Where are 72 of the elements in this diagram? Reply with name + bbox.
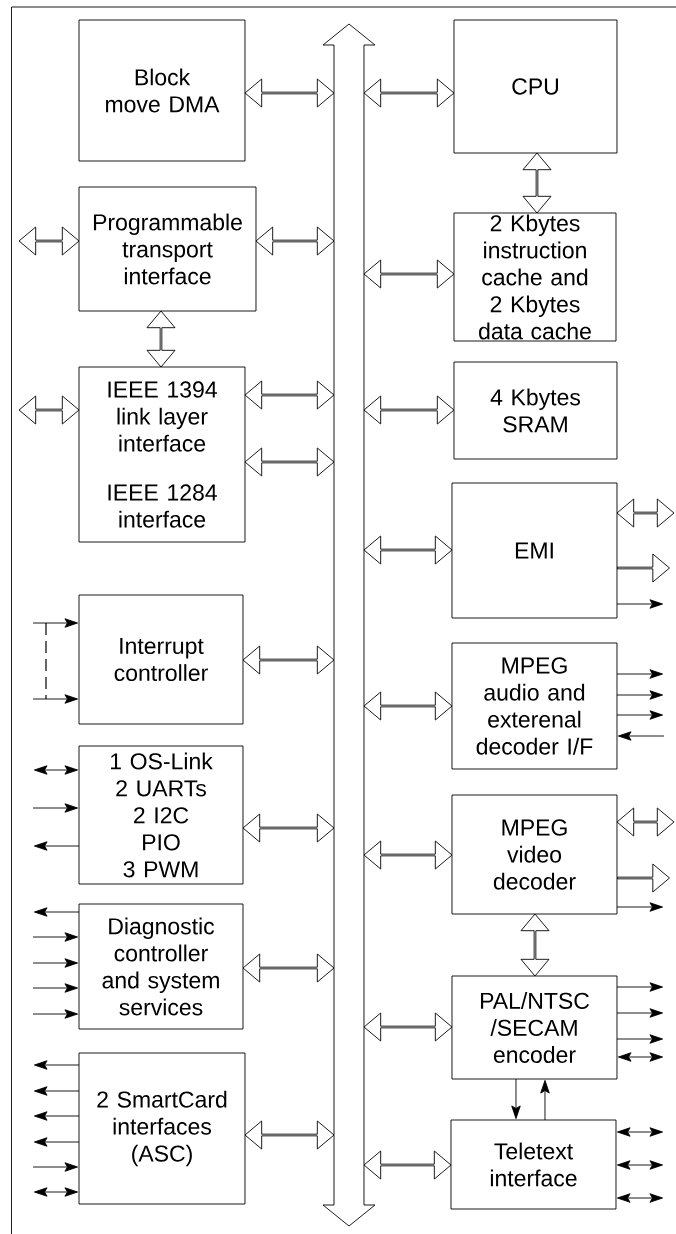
bus-arrow (146, 310, 176, 368)
block-box: CPU (453, 19, 618, 154)
bus-arrow (244, 447, 335, 477)
bus-arrow (18, 395, 80, 425)
bus-arrow (363, 1012, 453, 1042)
signal-arrow (33, 1086, 80, 1096)
bus-arrow (244, 1120, 335, 1150)
bus-arrow (242, 953, 335, 983)
block-box: Programmable transport interface (78, 186, 257, 312)
bus-arrow (363, 1150, 452, 1180)
signal-arrow (616, 690, 664, 700)
bus-arrow (244, 380, 335, 410)
signal-arrow (616, 669, 664, 679)
bus-arrow (363, 78, 455, 108)
bus-arrow (242, 813, 335, 843)
block-box: Teletext interface (450, 1119, 617, 1210)
signal-arrow (32, 958, 79, 968)
signal-arrow (32, 983, 79, 993)
block-box: PAL/NTSC /SECAM encoder (451, 975, 618, 1080)
bus-arrow (617, 863, 670, 893)
signal-arrow (33, 765, 79, 775)
signal-arrow (32, 618, 79, 628)
block-box: EMI (451, 482, 618, 619)
block-box: Block move DMA (78, 19, 246, 162)
signal-arrow (616, 1127, 664, 1137)
signal-arrow (32, 1162, 79, 1172)
block-box: 2 SmartCard interfaces (ASC) (78, 1052, 246, 1205)
signal-arrow (33, 1187, 79, 1197)
signal-arrow (33, 1060, 80, 1070)
block-box: Interrupt controller (78, 594, 244, 725)
signal-arrow (616, 1160, 664, 1170)
bus-arrow (363, 535, 453, 565)
signal-arrow (617, 1052, 664, 1062)
bus-arrow (522, 152, 552, 214)
bus-arrow (363, 259, 455, 289)
bus-arrow (363, 691, 453, 721)
signal-arrow (616, 599, 664, 609)
signal-arrow (33, 907, 80, 917)
bus-arrow (322, 23, 376, 1227)
bus-arrow (244, 78, 335, 108)
signal-arrow (32, 932, 79, 942)
block-box: 2 Kbytes instruction cache and 2 Kbytes data cache (453, 212, 617, 342)
signal-arrow (33, 1137, 80, 1147)
bus-arrow (242, 645, 335, 675)
block-box: 1 OS-Link 2 UARTs 2 I2C PIO 3 PWM (78, 745, 244, 885)
bus-arrow (363, 395, 455, 425)
bus-arrow (363, 840, 453, 870)
signal-arrow (32, 803, 79, 813)
signal-arrow (616, 1193, 664, 1203)
bus-arrow (616, 498, 675, 528)
signal-arrow (32, 1009, 79, 1019)
bus-arrow (18, 226, 80, 256)
signal-arrow (511, 1078, 521, 1120)
signal-arrow (616, 1008, 664, 1018)
signal-arrow (616, 902, 664, 912)
bus-arrow (520, 913, 550, 977)
signal-arrow (617, 731, 665, 741)
block-box: 4 Kbytes SRAM (453, 361, 618, 460)
bus-arrow (617, 553, 670, 583)
block-box: IEEE 1394 link layer interface IEEE 1284 interface (78, 366, 246, 543)
signal-arrow (616, 982, 664, 992)
signal-arrow (616, 1034, 664, 1044)
signal-arrow (33, 1111, 80, 1121)
bus-arrow (616, 807, 675, 837)
signal-arrow (33, 841, 80, 851)
signal-arrow (616, 710, 664, 720)
signal-arrow (32, 694, 79, 704)
block-box: MPEG audio and exterenal decoder I/F (451, 642, 618, 770)
block-box: MPEG video decoder (451, 794, 618, 915)
signal-arrow (540, 1080, 550, 1121)
block-box: Diagnostic controller and system services (78, 903, 244, 1030)
bus-arrow (255, 226, 335, 256)
